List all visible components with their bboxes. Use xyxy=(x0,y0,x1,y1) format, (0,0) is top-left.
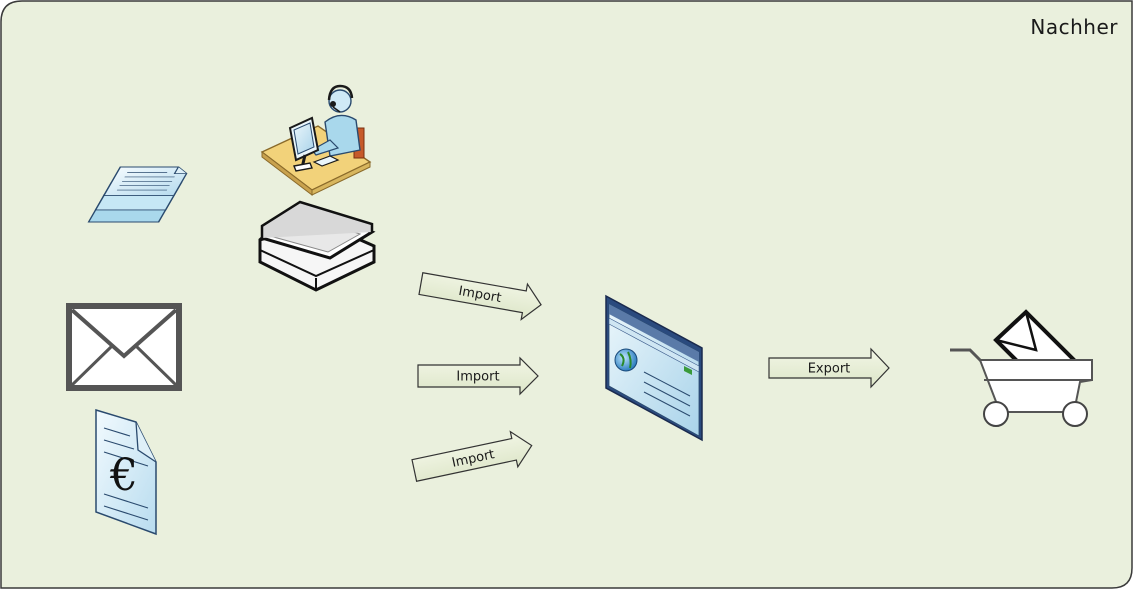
panel-title: Nachher xyxy=(1030,15,1118,39)
scanner-icon xyxy=(258,200,376,292)
import-arrow-2: Import xyxy=(417,356,539,396)
shopping-cart-mail-icon xyxy=(950,309,1093,427)
import-arrow-1-label: Import xyxy=(457,284,502,306)
import-arrow-1: Import xyxy=(418,272,542,321)
import-arrow-2-label: Import xyxy=(456,370,499,385)
web-application-icon xyxy=(605,294,703,442)
euro-symbol: € xyxy=(109,450,138,501)
paper-stack-icon xyxy=(87,166,188,223)
export-arrow-label: Export xyxy=(808,362,851,377)
envelope-icon xyxy=(66,303,182,391)
import-arrow-3: Import xyxy=(411,430,533,482)
export-arrow: Export xyxy=(768,347,890,389)
operator-workstation-icon xyxy=(260,84,372,197)
euro-document-icon: € xyxy=(95,408,157,536)
